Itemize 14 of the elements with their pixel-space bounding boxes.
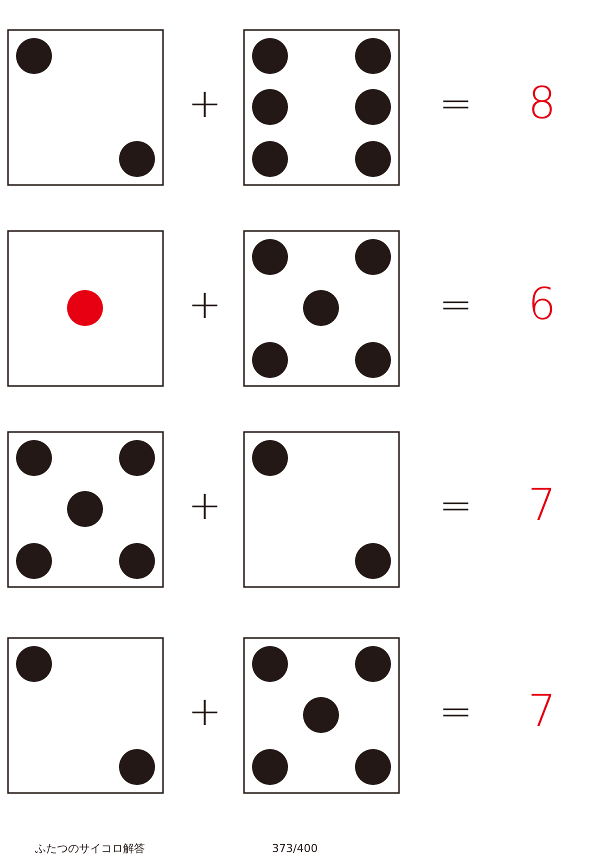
plus-sign: + bbox=[188, 284, 222, 324]
answer-number: 6 bbox=[528, 282, 556, 326]
answer-number: 8 bbox=[528, 82, 556, 126]
page-number: 373/400 bbox=[272, 843, 318, 854]
footer-title: ふたつのサイコロ解答 bbox=[35, 843, 145, 854]
equals-sign: = bbox=[439, 692, 473, 732]
plus-sign: + bbox=[188, 692, 222, 732]
plus-sign: + bbox=[188, 486, 222, 526]
equals-sign: = bbox=[439, 486, 473, 526]
equals-sign: = bbox=[439, 284, 473, 324]
answer-number: 7 bbox=[528, 484, 556, 528]
equals-sign: = bbox=[439, 84, 473, 124]
plus-sign: + bbox=[188, 84, 222, 124]
answer-number: 7 bbox=[528, 690, 556, 734]
